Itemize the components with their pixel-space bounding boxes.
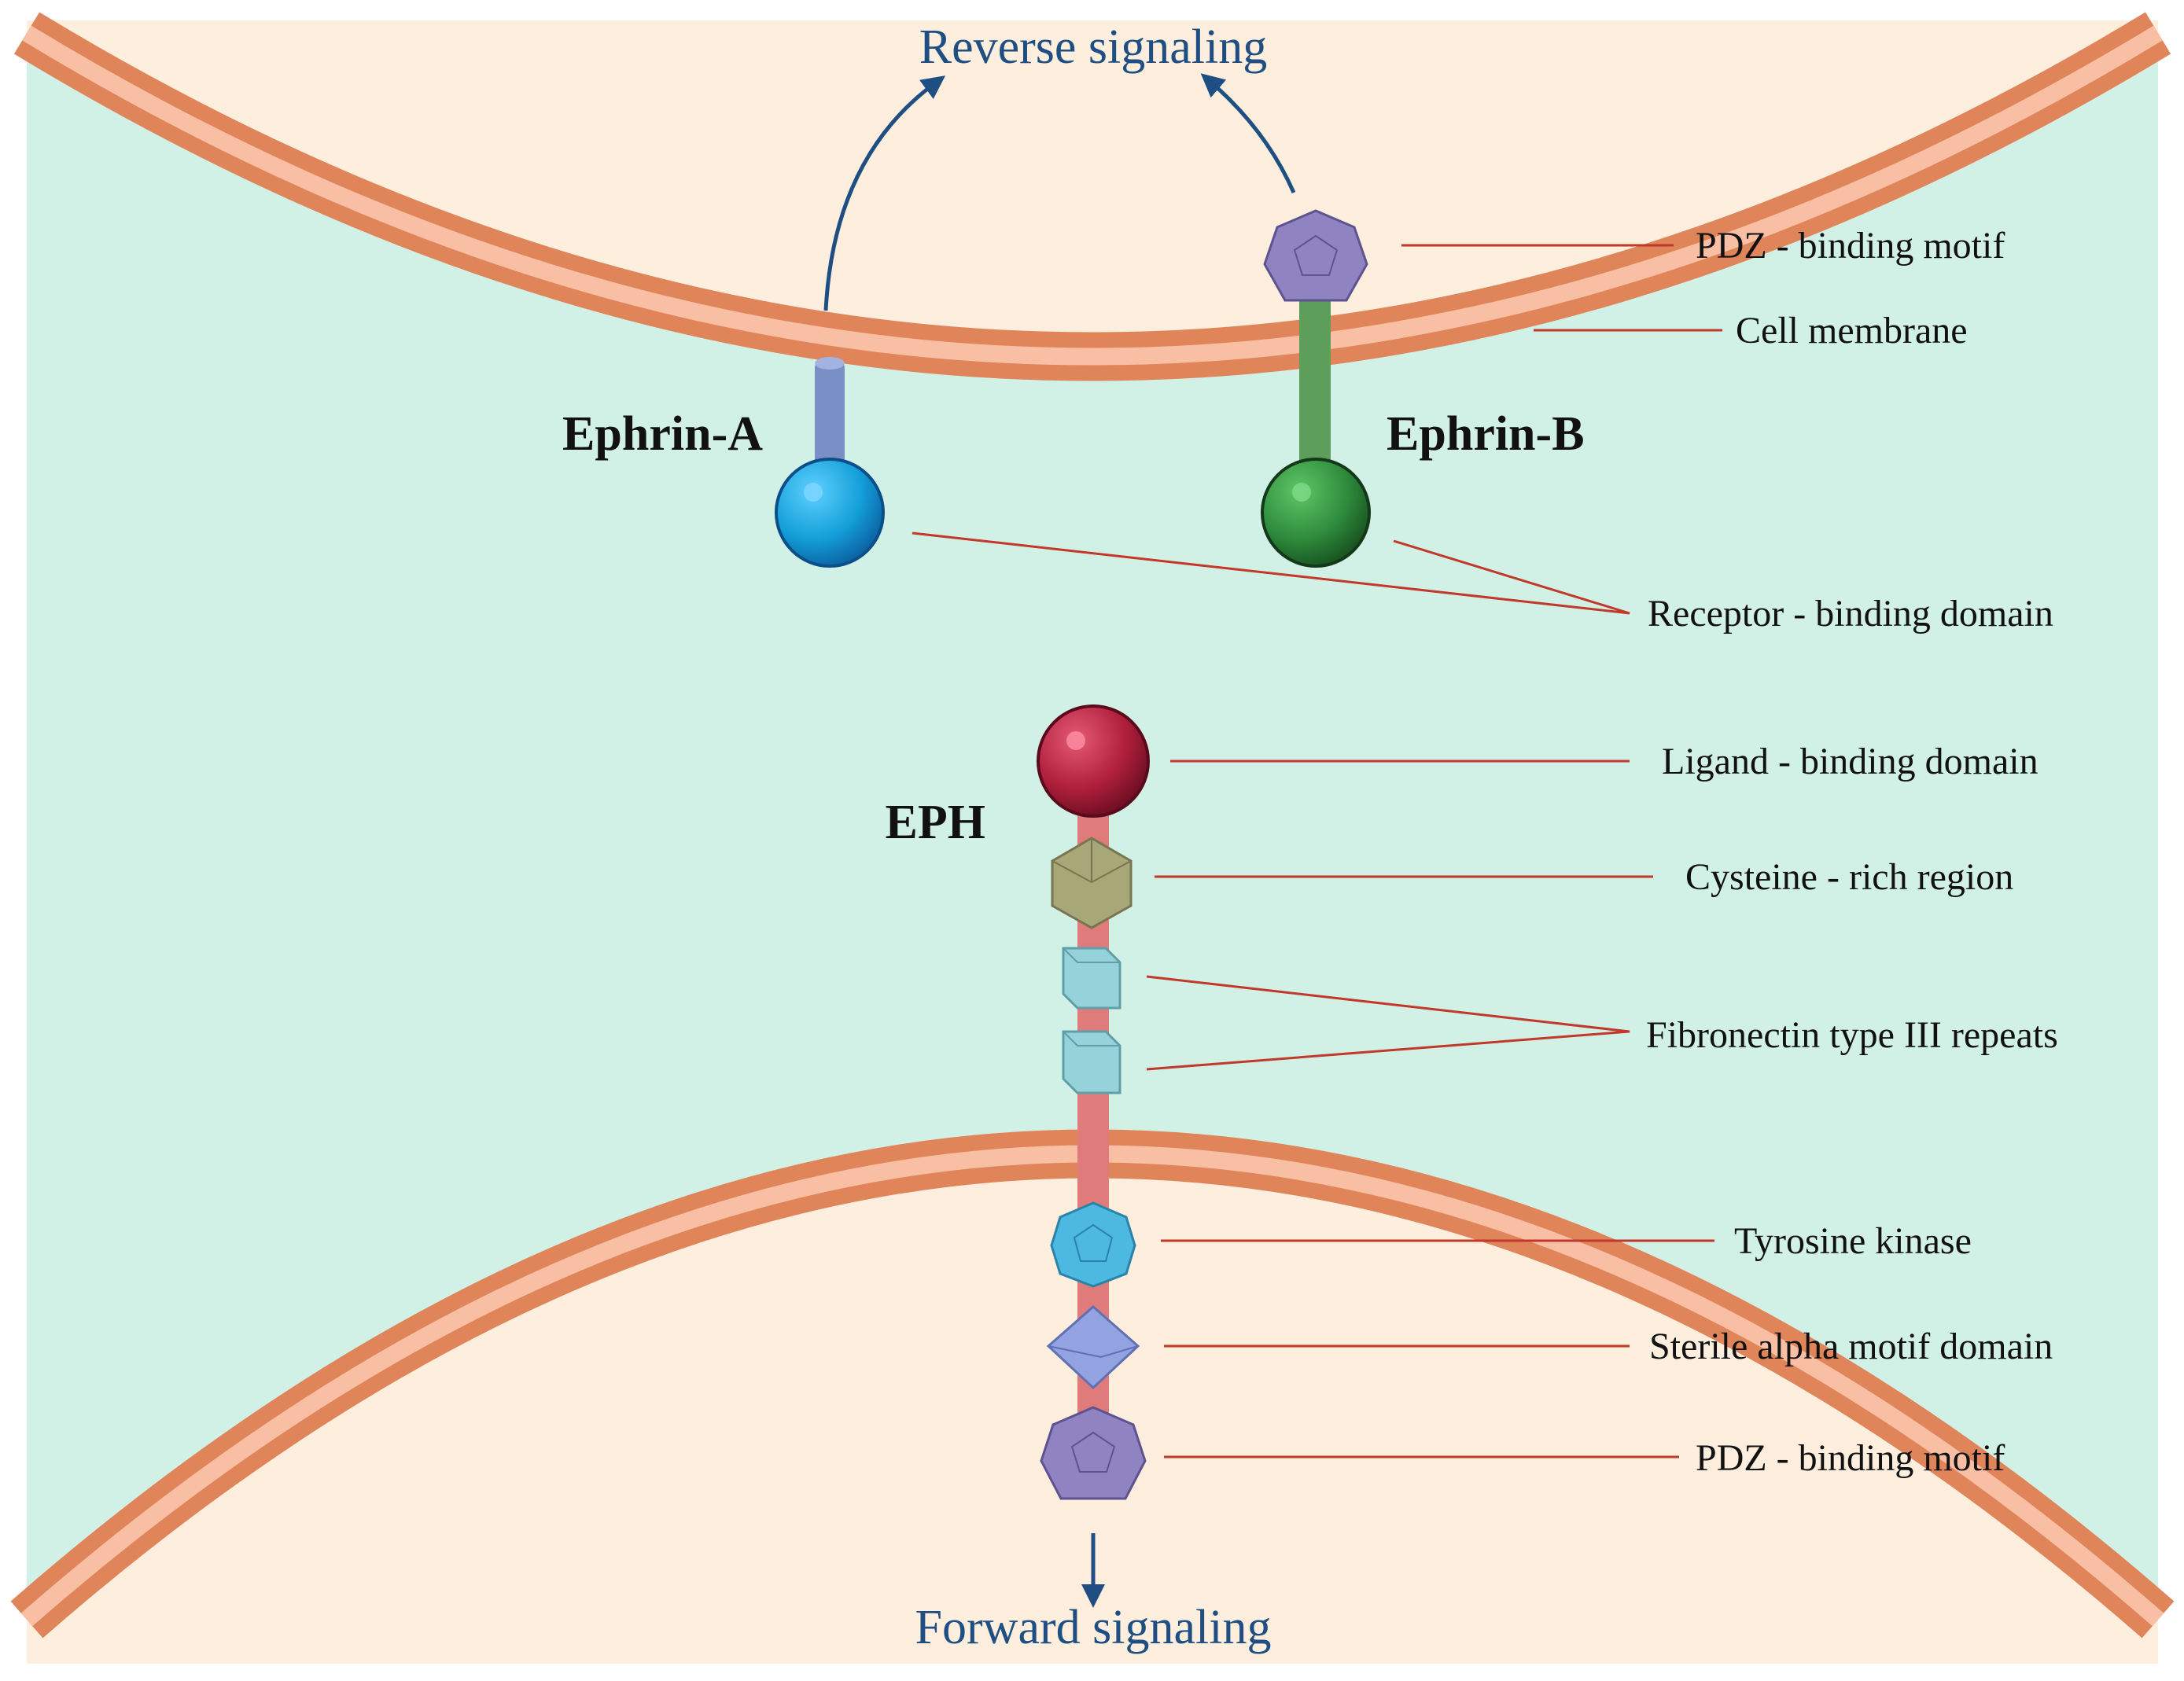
- label-tyrosine-kinase: Tyrosine kinase: [1734, 1220, 1972, 1262]
- label-sterile-alpha: Sterile alpha motif domain: [1649, 1326, 2053, 1367]
- leader-fibronectin: [1146, 975, 1630, 1071]
- eph-receptor: [1037, 704, 1150, 1500]
- label-receptor-binding: Receptor - binding domain: [1648, 593, 2053, 635]
- eph-fibronectin-repeat-1: [1062, 947, 1121, 1010]
- eph-cysteine-rich-region: [1051, 837, 1133, 929]
- reverse-arrow-right: [1200, 73, 1296, 194]
- ephrin-b-receptor-binding-ball: [1261, 458, 1371, 568]
- eph-ligand-binding-ball: [1037, 704, 1150, 818]
- ephrin-b-pdz-motif: [1263, 209, 1368, 302]
- leader-lines: [912, 244, 1722, 1458]
- label-cell-membrane: Cell membrane: [1736, 310, 1968, 351]
- ephrin-b-title: Ephrin-B: [1387, 407, 1585, 461]
- eph-sterile-alpha-motif: [1046, 1305, 1140, 1390]
- label-fibronectin: Fibronectin type III repeats: [1646, 1014, 2058, 1056]
- ephrin-a-protein: [775, 357, 885, 568]
- label-ligand-binding: Ligand - binding domain: [1662, 741, 2039, 782]
- reverse-signaling-label: Reverse signaling: [919, 20, 1268, 74]
- eph-pdz-motif: [1040, 1406, 1147, 1500]
- eph-title: EPH: [886, 796, 985, 849]
- ephrin-b-protein: [1261, 209, 1371, 568]
- ephrin-a-stalk: [815, 360, 845, 470]
- forward-signaling-label: Forward signaling: [915, 1601, 1272, 1654]
- eph-tyrosine-kinase: [1050, 1201, 1136, 1288]
- ephrin-a-title: Ephrin-A: [562, 407, 763, 461]
- label-pdz-bottom: PDZ - binding motif: [1696, 1437, 2005, 1479]
- top-cell-membrane-inner: [22, 25, 2163, 366]
- eph-fibronectin-repeat-2: [1062, 1030, 1121, 1094]
- ephrin-a-receptor-binding-ball: [775, 458, 885, 568]
- label-cysteine: Cysteine - rich region: [1685, 856, 2013, 898]
- label-pdz-top: PDZ - binding motif: [1696, 225, 2005, 267]
- ephrin-b-stalk: [1299, 299, 1331, 480]
- reverse-arrow-left: [823, 75, 946, 311]
- leader-receptor-binding: [912, 532, 1630, 615]
